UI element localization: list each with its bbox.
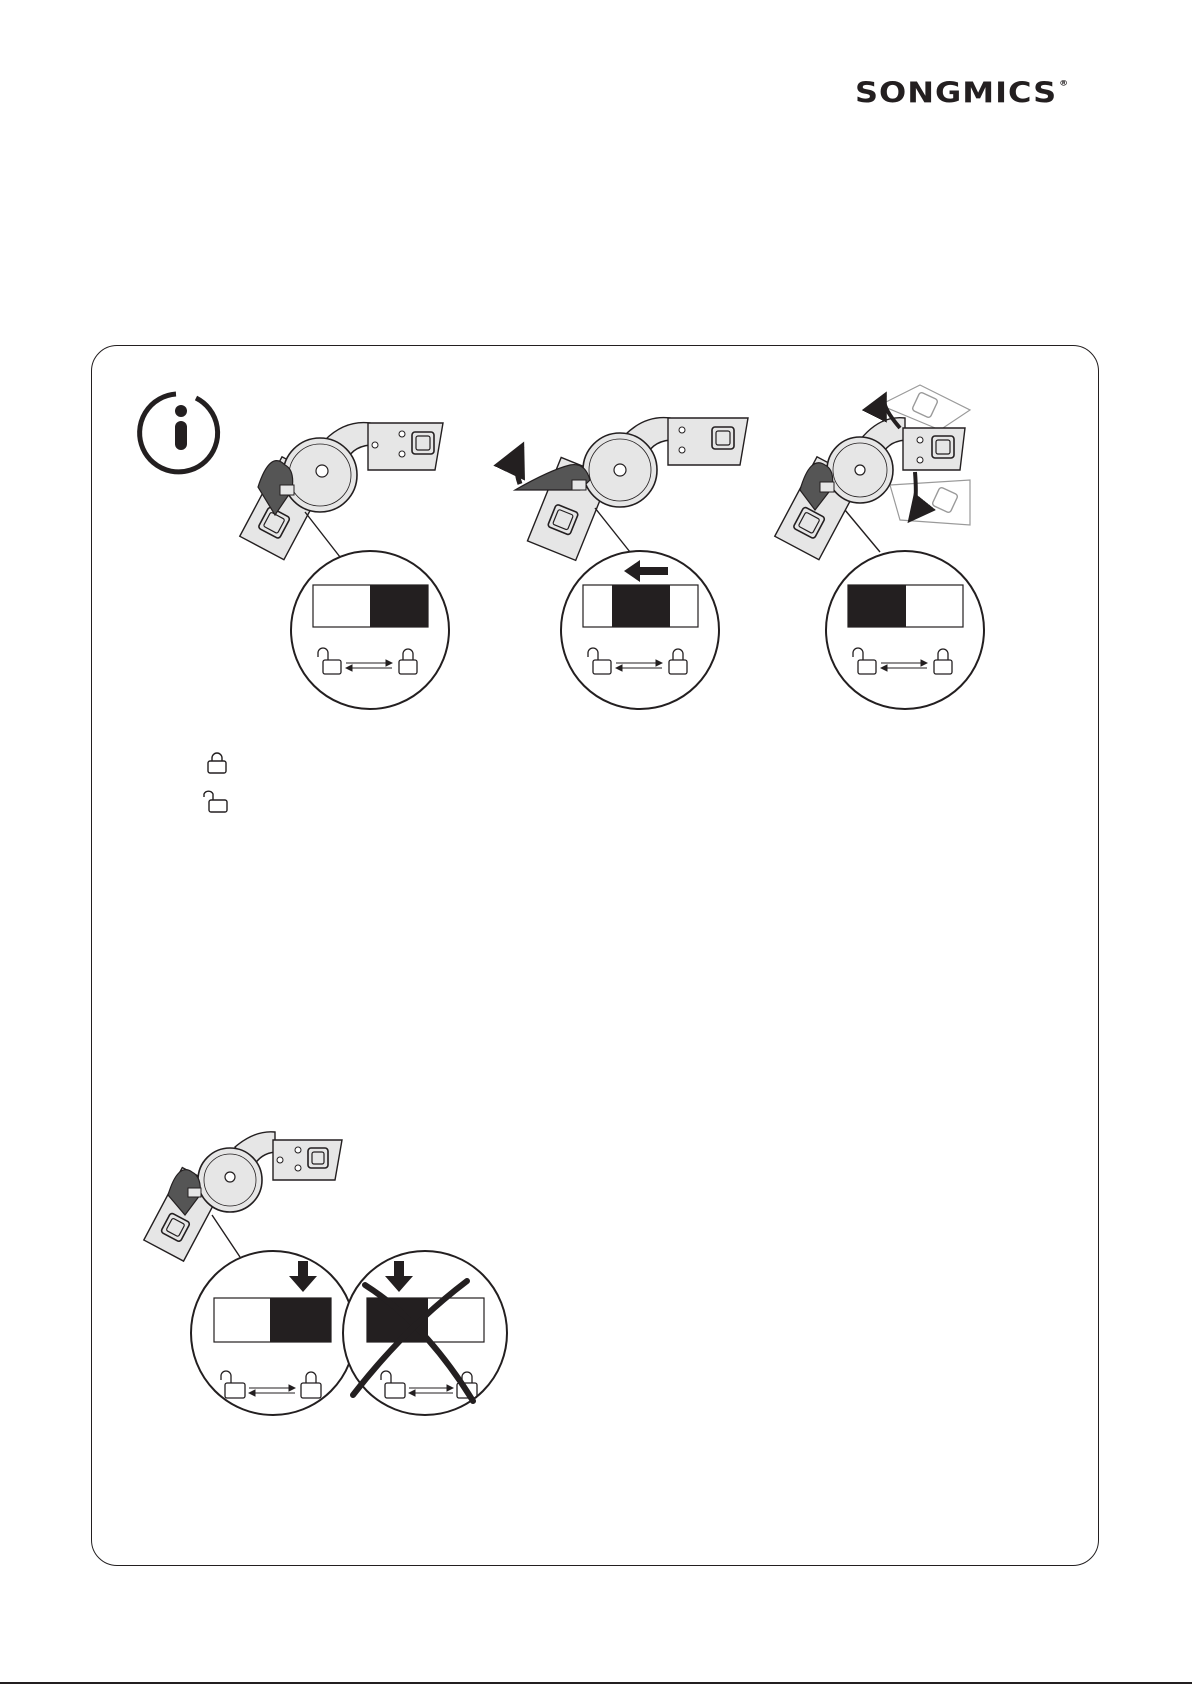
slider-detail-circle	[291, 551, 449, 709]
info-icon	[140, 394, 218, 472]
slider-knob	[370, 585, 428, 627]
lock-closed-icon	[207, 752, 227, 774]
hinge-figure-bottom	[144, 1132, 342, 1261]
slider-knob	[848, 585, 906, 627]
slider-detail-circle	[561, 551, 719, 709]
slider-detail-circle	[826, 551, 984, 709]
legend-unlocked	[203, 788, 235, 814]
hinge-figure-unlocked	[775, 385, 984, 709]
lock-open-icon	[203, 788, 229, 814]
hinge-drawing	[775, 385, 970, 560]
hinge-drawing	[515, 418, 748, 561]
slider-knob	[270, 1298, 331, 1342]
slider-knob	[612, 585, 670, 627]
legend-locked	[207, 752, 233, 774]
page-bottom-rule	[0, 1682, 1192, 1684]
hinge-figure-locked	[240, 423, 449, 709]
hinge-drawing	[240, 423, 443, 560]
slider-detail-correct	[191, 1251, 355, 1415]
slider-detail-incorrect	[343, 1251, 507, 1415]
hinge-figure-release	[515, 418, 748, 709]
